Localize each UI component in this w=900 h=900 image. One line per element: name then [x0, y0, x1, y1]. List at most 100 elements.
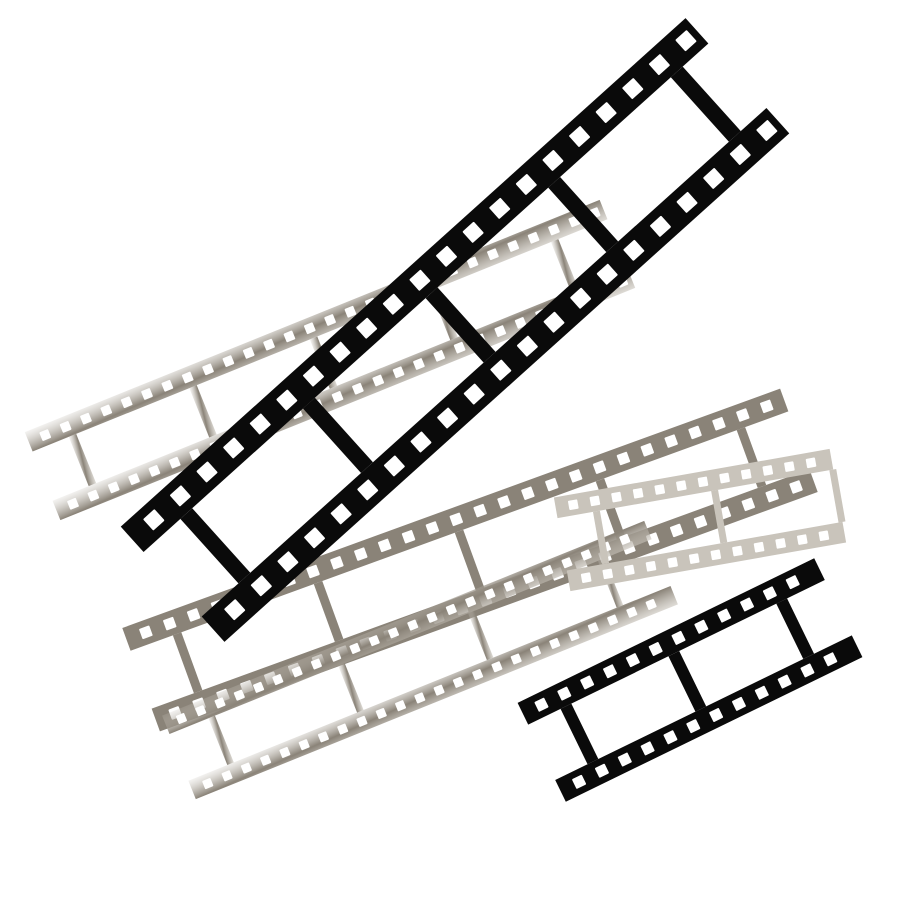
sprocket-hole — [330, 503, 352, 525]
sprocket-hole — [163, 616, 177, 631]
sprocket-hole — [276, 389, 298, 411]
sprocket-hole — [580, 675, 595, 690]
sprocket-hole — [382, 293, 404, 315]
sprocket-hole — [693, 515, 708, 529]
sprocket-hole — [494, 325, 507, 337]
sprocket-hole — [561, 557, 573, 569]
frame-divider — [829, 468, 846, 523]
frame-divider — [550, 239, 579, 292]
sprocket-hole — [542, 565, 554, 577]
sprocket-hole — [543, 311, 565, 333]
sprocket-hole — [168, 456, 181, 469]
film-strip-segment — [553, 448, 847, 592]
sprocket-hole — [568, 630, 580, 642]
sprocket-band — [566, 521, 847, 592]
sprocket-hole — [616, 451, 631, 466]
sprocket-hole — [732, 545, 743, 557]
sprocket-hole — [170, 485, 191, 507]
film-strip-segment — [162, 520, 678, 800]
sprocket-hole — [667, 557, 678, 568]
sprocket-hole — [330, 556, 344, 570]
film-strip-segment — [120, 18, 790, 642]
sprocket-hole — [473, 503, 487, 518]
sprocket-hole — [762, 586, 777, 601]
film-strip-front-layer — [120, 18, 863, 802]
frame-divider — [670, 66, 741, 142]
sprocket-hole — [545, 477, 559, 492]
sprocket-hole — [603, 664, 617, 679]
sprocket-hole — [303, 322, 316, 335]
sprocket-hole — [202, 778, 214, 790]
frame-divider — [776, 598, 815, 660]
sprocket-hole — [542, 150, 564, 171]
sprocket-hole — [664, 434, 678, 448]
sprocket-hole — [688, 425, 702, 440]
frame-divider — [68, 433, 97, 487]
sprocket-hole — [640, 741, 655, 756]
sprocket-hole — [310, 658, 322, 670]
sprocket-band — [553, 448, 834, 519]
sprocket-hole — [186, 608, 201, 622]
sprocket-hole — [491, 661, 503, 673]
sprocket-hole — [221, 770, 233, 782]
frame-divider — [338, 663, 364, 713]
sprocket-hole — [676, 480, 687, 491]
sprocket-hole — [595, 102, 617, 123]
sprocket-hole — [507, 240, 520, 252]
sprocket-hole — [279, 746, 291, 758]
sprocket-hole — [410, 431, 432, 453]
sprocket-hole — [712, 417, 726, 431]
sprocket-hole — [39, 429, 52, 441]
sprocket-hole — [775, 538, 786, 549]
sprocket-hole — [648, 54, 670, 76]
sprocket-hole — [622, 78, 644, 100]
sprocket-hole — [80, 412, 92, 425]
sprocket-hole — [671, 630, 686, 645]
sprocket-hole — [433, 684, 445, 696]
sprocket-hole — [729, 144, 751, 165]
sprocket-hole — [777, 674, 792, 689]
sprocket-hole — [463, 383, 485, 405]
sprocket-hole — [640, 443, 655, 457]
sprocket-hole — [214, 697, 226, 709]
frame-divider — [560, 703, 599, 765]
sprocket-hole — [161, 379, 174, 392]
sprocket-hole — [148, 465, 161, 477]
sprocket-hole — [650, 215, 671, 237]
sprocket-hole — [175, 713, 187, 725]
sprocket-hole — [449, 512, 463, 527]
sprocket-hole — [654, 484, 666, 495]
sprocket-hole — [465, 596, 477, 608]
sprocket-hole — [625, 653, 640, 668]
sprocket-hole — [645, 560, 657, 572]
frame-divider — [711, 489, 728, 544]
sprocket-hole — [623, 239, 645, 261]
sprocket-hole — [337, 723, 349, 735]
sprocket-hole — [765, 488, 779, 503]
sprocket-hole — [120, 396, 133, 409]
sprocket-hole — [453, 341, 466, 354]
sprocket-hole — [617, 752, 632, 767]
sprocket-hole — [489, 197, 511, 219]
sprocket-hole — [632, 487, 644, 499]
sprocket-hole — [283, 330, 296, 343]
sprocket-hole — [426, 611, 438, 623]
sprocket-hole — [527, 231, 540, 244]
sprocket-hole — [143, 509, 165, 531]
sprocket-hole — [356, 715, 368, 727]
sprocket-hole — [263, 338, 275, 351]
sprocket-hole — [272, 674, 284, 686]
sprocket-hole — [717, 608, 732, 623]
sprocket-hole — [694, 619, 709, 634]
sprocket-hole — [466, 256, 479, 269]
sprocket-hole — [298, 739, 310, 751]
sprocket-hole — [249, 413, 271, 435]
sprocket-hole — [592, 460, 607, 474]
frame-divider — [668, 651, 707, 712]
sprocket-hole — [587, 622, 599, 634]
sprocket-hole — [331, 391, 344, 403]
frame-divider — [172, 632, 203, 694]
sprocket-hole — [710, 549, 722, 561]
sprocket-hole — [663, 730, 678, 745]
film-strip-back-layer — [24, 199, 847, 800]
